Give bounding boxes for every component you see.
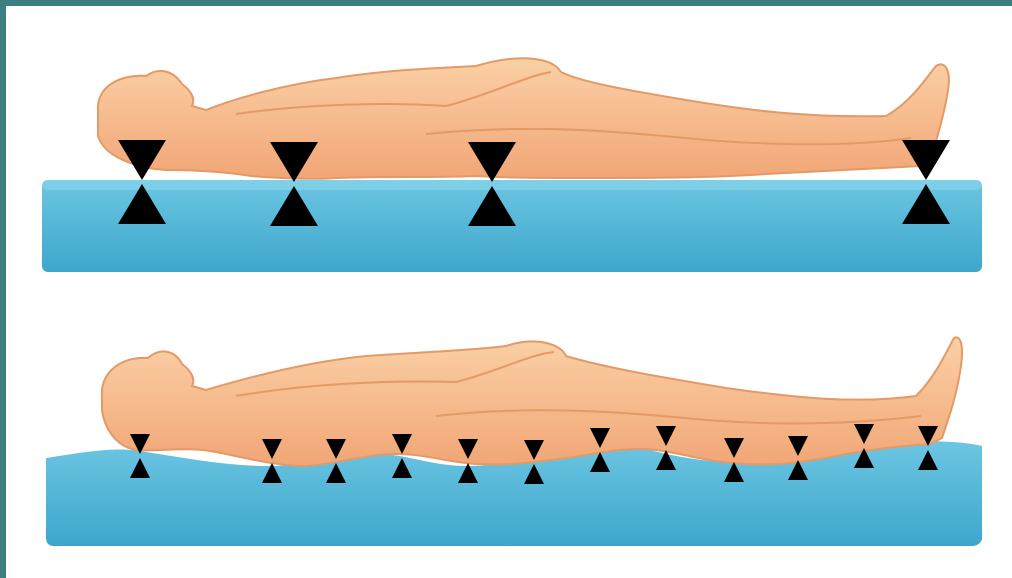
panel-firm-mattress (42, 58, 982, 272)
panel-conforming-mattress (46, 337, 982, 546)
firm-mattress-highlight (42, 180, 982, 190)
illustration-canvas (6, 6, 1012, 578)
pressure-illustration (6, 6, 1012, 578)
reclining-person-body-top (98, 58, 949, 179)
